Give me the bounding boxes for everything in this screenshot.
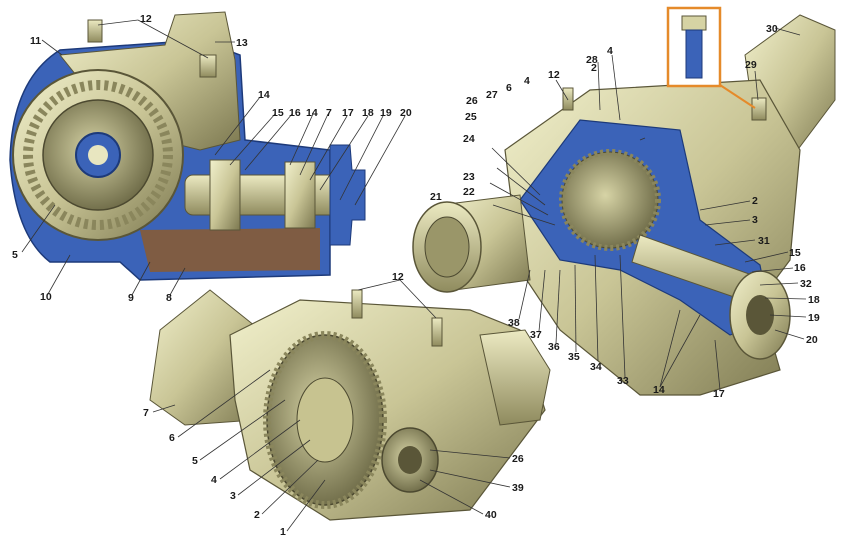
- callout: 12: [548, 69, 560, 81]
- callout: 5: [192, 455, 198, 467]
- callout: 2: [752, 195, 758, 207]
- callout: 17: [342, 107, 354, 119]
- callout-labels: 11 12 13 14 15 16 14 7 17 18 19 20 5 10 …: [12, 13, 820, 538]
- callout: 3: [230, 490, 236, 502]
- callout: 26: [466, 95, 478, 107]
- left-pinion-shaft: [184, 174, 346, 216]
- callout: 16: [794, 262, 806, 274]
- callout: 16: [289, 107, 301, 119]
- callout: 10: [40, 291, 52, 303]
- callout: 6: [506, 82, 512, 94]
- leader-lines: [21, 19, 807, 532]
- callout: 33: [617, 375, 629, 387]
- callout: 31: [758, 235, 770, 247]
- callout: 15: [272, 107, 284, 119]
- callout: 20: [400, 107, 412, 119]
- callout: 18: [362, 107, 374, 119]
- callout: 2: [591, 62, 597, 74]
- bottom-output-tube: [479, 329, 551, 426]
- callout: 39: [512, 482, 524, 494]
- callout: 5: [12, 249, 18, 261]
- callout: 30: [766, 23, 778, 35]
- callout: 17: [713, 388, 725, 400]
- callout: 4: [607, 45, 613, 57]
- callout: 23: [463, 171, 475, 183]
- bottom-open-view: [149, 289, 551, 521]
- callout: 11: [30, 35, 41, 47]
- callout: 12: [140, 13, 152, 25]
- callout: 12: [392, 271, 404, 283]
- callout: 28: [586, 54, 598, 66]
- callout: 18: [808, 294, 820, 306]
- callout: 7: [143, 407, 149, 419]
- callout: 3: [752, 214, 758, 226]
- callout: 26: [512, 453, 524, 465]
- callout: 4: [211, 474, 217, 486]
- callout: 27: [486, 89, 498, 101]
- right-cutaway-view: [412, 6, 836, 396]
- left-oil-sump: [140, 228, 320, 272]
- callout: 22: [463, 186, 475, 198]
- callout: 29: [745, 59, 757, 71]
- callout: 37: [530, 329, 542, 341]
- callout: 24: [463, 133, 475, 145]
- callout: 40: [485, 509, 497, 521]
- callout: 14: [306, 107, 318, 119]
- callout: 21: [430, 191, 442, 203]
- callout: 19: [380, 107, 392, 119]
- callout: 34: [590, 361, 602, 373]
- callout: 36: [548, 341, 560, 353]
- callout: 35: [568, 351, 580, 363]
- callout: 14: [653, 384, 665, 396]
- callout: 2: [254, 509, 260, 521]
- callout: 20: [806, 334, 818, 346]
- callout: 14: [258, 89, 270, 101]
- callout: 25: [465, 111, 477, 123]
- callout: 15: [789, 247, 801, 259]
- callout: 32: [800, 278, 812, 290]
- callout: 7: [326, 107, 332, 119]
- left-output-flange: [329, 144, 366, 246]
- callout: 38: [508, 317, 520, 329]
- callout: 9: [128, 292, 134, 304]
- callout: 6: [169, 432, 175, 444]
- callout: 8: [166, 292, 172, 304]
- right-breather: [751, 97, 767, 121]
- callout: 4: [524, 75, 530, 87]
- callout: 1: [280, 526, 286, 538]
- callout: 13: [236, 37, 248, 49]
- callout: 19: [808, 312, 820, 324]
- left-section-view: [9, 11, 366, 281]
